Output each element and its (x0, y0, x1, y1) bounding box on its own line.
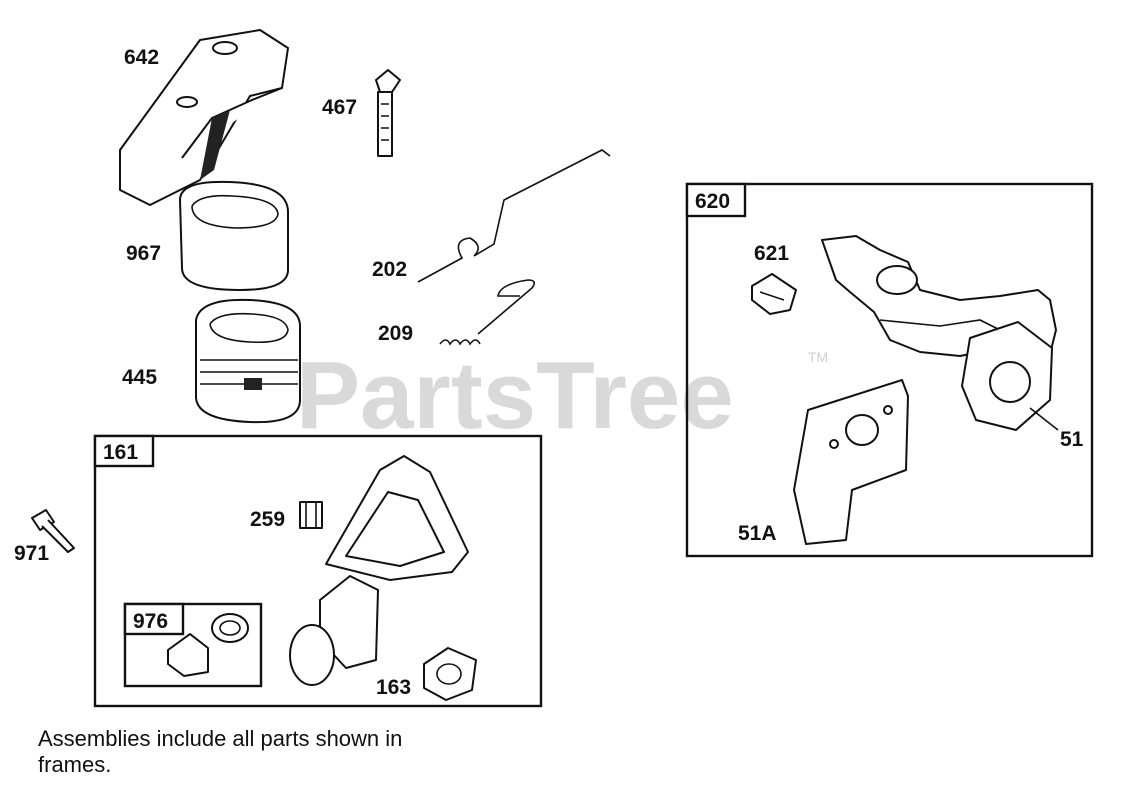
label-621: 621 (754, 242, 789, 265)
watermark-trademark: TM (808, 349, 828, 365)
frame-161-tab (93, 434, 155, 468)
part-51a-plate[interactable] (793, 379, 909, 545)
part-621-clip[interactable] (751, 273, 797, 315)
label-259: 259 (250, 508, 285, 531)
part-976-plug-and-clamp[interactable] (167, 613, 249, 677)
label-202: 202 (372, 258, 407, 281)
part-209-spring[interactable] (439, 279, 536, 346)
frame-620-tab (685, 182, 747, 218)
part-467-dipstick[interactable] (375, 69, 401, 157)
frame-620-label: 620 (695, 190, 730, 213)
label-163: 163 (376, 676, 411, 699)
frame-620 (685, 182, 1094, 558)
label-642: 642 (124, 46, 159, 69)
frame-161 (93, 434, 543, 708)
part-163-gasket[interactable] (423, 647, 477, 701)
part-971-screw[interactable] (31, 509, 75, 553)
part-202-link[interactable] (417, 149, 611, 283)
label-467: 467 (322, 96, 357, 119)
label-51: 51 (1060, 428, 1084, 451)
label-51a: 51A (738, 522, 777, 545)
part-259-clip[interactable] (299, 501, 323, 529)
label-209: 209 (378, 322, 413, 345)
frame-976 (123, 602, 263, 688)
part-161-intake-elbow[interactable] (289, 455, 469, 686)
part-51-gasket[interactable] (961, 321, 1059, 431)
label-967: 967 (126, 242, 161, 265)
assembly-note: Assemblies include all parts shown in fr… (38, 726, 403, 777)
label-971: 971 (14, 542, 49, 565)
part-445-air-filter[interactable] (195, 298, 301, 424)
frame-976-label: 976 (133, 610, 168, 633)
label-445: 445 (122, 366, 157, 389)
leader-51 (1029, 407, 1059, 431)
frame-161-label: 161 (103, 441, 138, 464)
frame-976-tab (123, 602, 185, 636)
part-642-cover[interactable] (119, 29, 289, 206)
watermark: PartsTree (296, 342, 734, 449)
part-967-precleaner[interactable] (179, 180, 289, 291)
